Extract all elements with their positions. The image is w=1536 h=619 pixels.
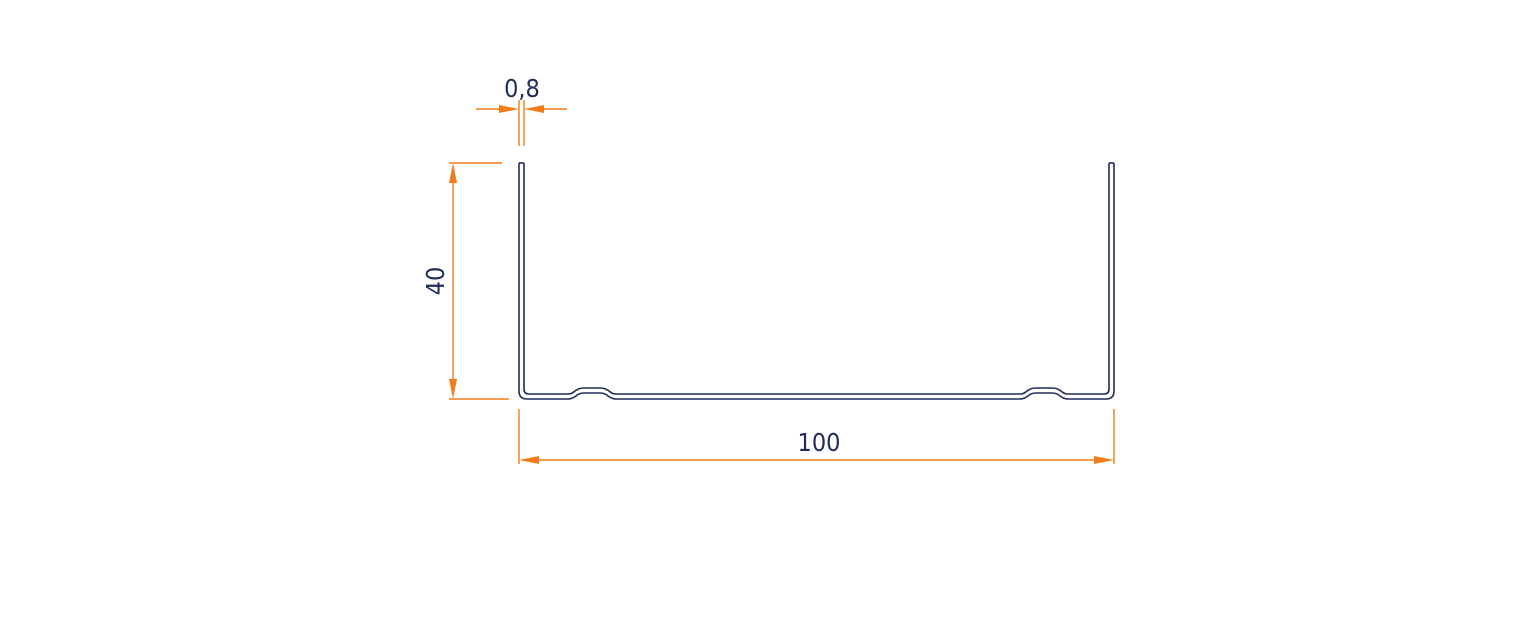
profile-inner-edge [523,163,1110,395]
width-label: 100 [798,428,841,457]
height-arrow-top [449,163,457,183]
u-profile [518,162,1115,400]
width-arrow-right [1094,456,1114,464]
thickness-dimension [476,100,567,146]
height-label: 40 [421,267,450,296]
width-arrow-left [519,456,539,464]
thickness-arrow-left [499,105,519,113]
width-dimension [518,409,1115,464]
profile-outer-edge [518,163,1115,400]
height-arrow-bottom [449,379,457,399]
height-dimension [449,162,509,400]
thickness-arrow-right [524,105,544,113]
thickness-label: 0,8 [504,74,540,103]
